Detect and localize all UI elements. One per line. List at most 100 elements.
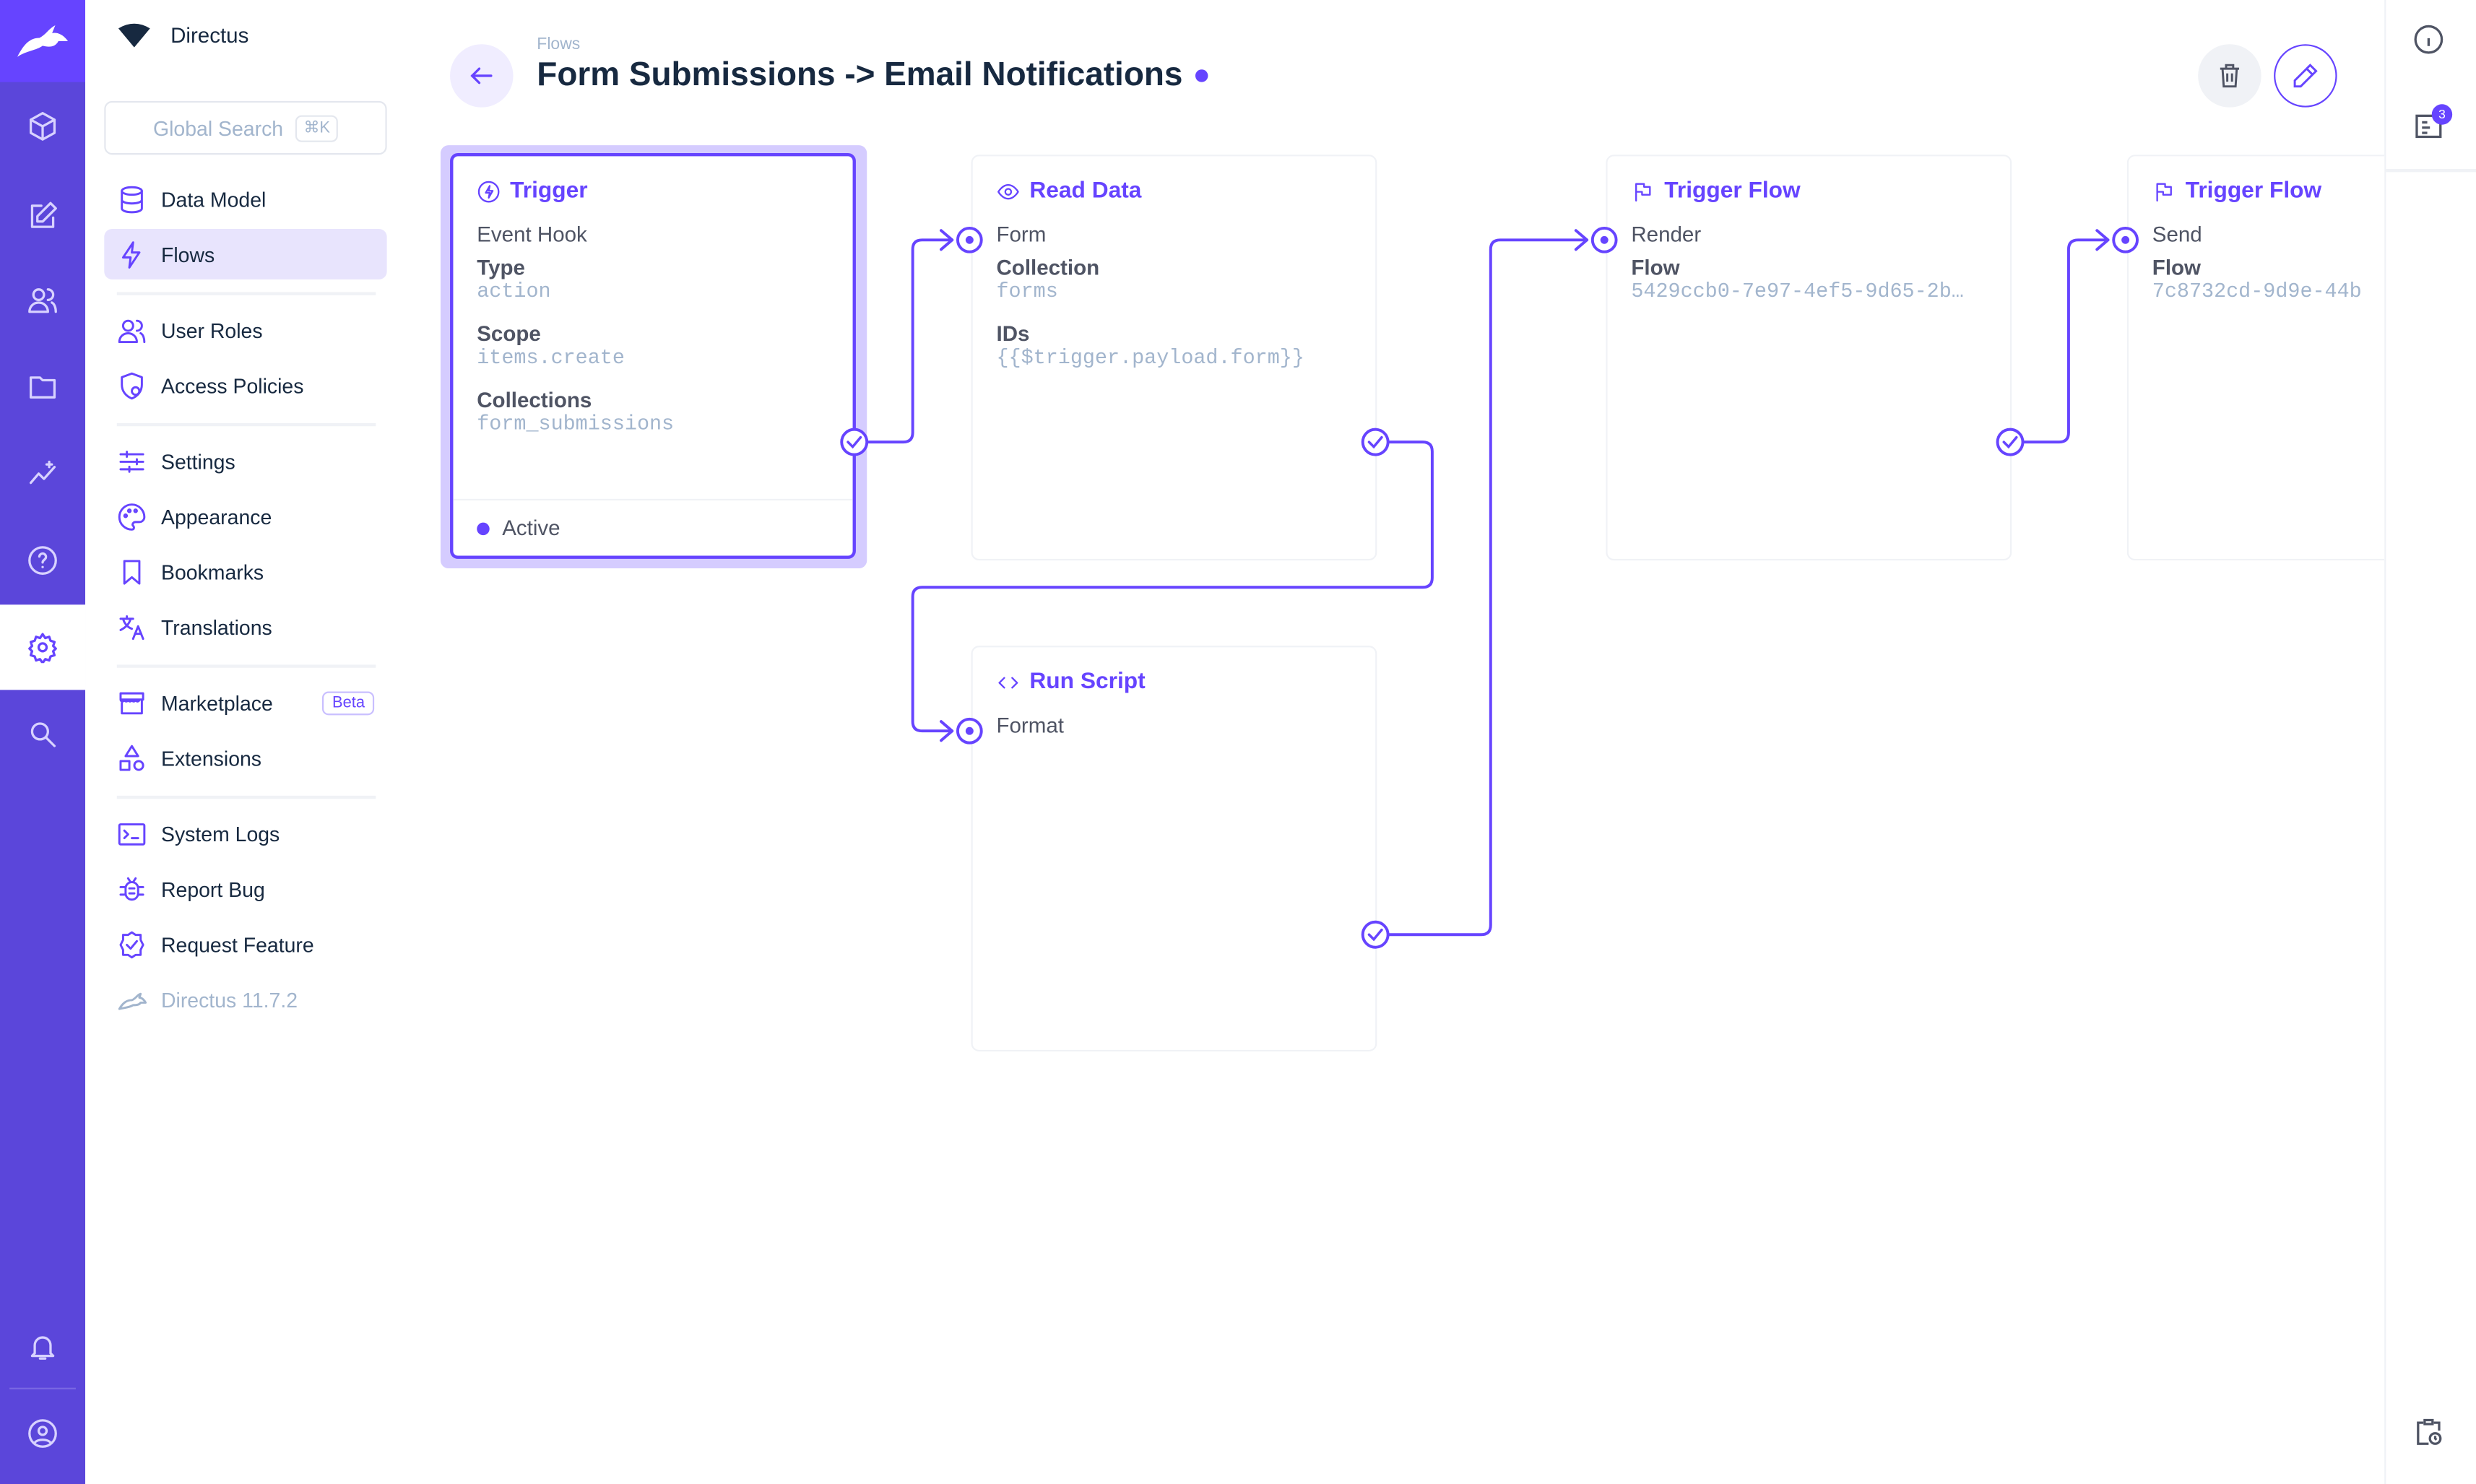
directus-logo[interactable] <box>0 0 86 82</box>
breadcrumb[interactable]: Flows <box>537 35 581 54</box>
field-label: Collections <box>477 388 592 412</box>
divider <box>116 422 376 426</box>
project-logo-icon <box>118 23 150 48</box>
nav-label: Extensions <box>160 745 262 770</box>
nav-item-extensions[interactable]: Extensions <box>104 732 386 783</box>
flag-icon <box>1635 182 1651 201</box>
global-search-input[interactable]: Global Search ⌘K <box>104 100 387 155</box>
nav-item-user-roles[interactable]: User Roles <box>104 305 386 355</box>
insights-icon[interactable] <box>0 431 85 516</box>
panel-subtitle: Event Hook <box>477 222 587 247</box>
verified-icon <box>119 930 144 958</box>
bug-icon <box>119 876 144 901</box>
field-value: 7c8732cd-9d9e-44be <box>2152 279 2361 303</box>
content-icon[interactable] <box>0 84 85 169</box>
nav-label: Report Bug <box>160 877 265 901</box>
panel-subtitle: Form <box>996 222 1047 247</box>
sidebar-right: 3 <box>2384 0 2476 1484</box>
rabbit-icon <box>118 991 147 1010</box>
trigger-panel[interactable]: Trigger Event Hook Type action Scope ite… <box>450 153 856 559</box>
divider <box>116 292 376 295</box>
operation-trigger-flow-send[interactable]: Trigger Flow Send Flow 7c8732cd-9d9e-44b… <box>2126 155 2385 561</box>
field-value: action <box>477 279 551 303</box>
nav-item-data-model[interactable]: Data Model <box>104 173 386 224</box>
nav-label: Directus 11.7.2 <box>160 987 298 1012</box>
nav-item-system-logs[interactable]: System Logs <box>104 808 386 859</box>
project-header[interactable]: Directus <box>117 22 248 48</box>
users-icon <box>118 318 146 342</box>
info-icon[interactable] <box>2413 24 2445 64</box>
eye-icon <box>997 183 1019 199</box>
nav-label: Bookmarks <box>160 560 264 583</box>
nav-item-translations[interactable]: Translations <box>104 602 386 652</box>
nav-item-settings[interactable]: Settings <box>104 435 386 486</box>
field-value: {{$trigger.payload.form}} <box>996 345 1304 370</box>
settings-icon[interactable] <box>0 604 86 690</box>
trash-icon <box>2220 64 2240 88</box>
nav-label: Marketplace <box>160 690 273 715</box>
status-dot <box>477 521 490 535</box>
translate-icon <box>119 614 144 639</box>
field-label: Type <box>477 256 525 279</box>
bolt-icon <box>121 240 141 268</box>
nav-label: Request Feature <box>160 932 314 956</box>
nav-label: Appearance <box>160 504 272 529</box>
status-dot <box>1195 69 1208 82</box>
folder-icon[interactable] <box>0 344 85 430</box>
edit-icon[interactable] <box>0 173 85 259</box>
navigation-sidebar: Directus Global Search ⌘K Data Model Flo… <box>85 0 420 1484</box>
nav-item-flows[interactable]: Flows <box>104 228 387 279</box>
nav-item-request-feature[interactable]: Request Feature <box>104 919 386 969</box>
status-text: Active <box>502 516 560 540</box>
panel-title: Read Data <box>1029 178 1142 204</box>
delete-button[interactable] <box>2198 44 2261 108</box>
bookmark-icon <box>123 559 141 584</box>
nav-item-marketplace[interactable]: Marketplace Beta <box>104 677 386 728</box>
beta-badge: Beta <box>322 690 375 715</box>
logs-icon[interactable]: 3 <box>2413 104 2453 150</box>
nav-label: User Roles <box>160 318 263 342</box>
clipboard-clock-icon[interactable] <box>2413 1416 2445 1456</box>
users-icon[interactable] <box>0 257 85 342</box>
panel-subtitle: Send <box>2152 222 2202 247</box>
sliders-icon <box>119 450 144 472</box>
nav-item-access-policies[interactable]: Access Policies <box>104 360 386 410</box>
store-icon <box>119 691 144 714</box>
field-label: Collection <box>996 256 1100 279</box>
panel-subtitle: Render <box>1631 222 1702 247</box>
panel-subtitle: Format <box>996 713 1064 737</box>
nav-item-appearance[interactable]: Appearance <box>104 491 386 542</box>
operation-read-data[interactable]: Read Data Form Collection forms IDs {{$t… <box>971 155 1377 561</box>
search-icon[interactable] <box>0 692 85 777</box>
divider <box>116 664 376 667</box>
rail-divider <box>9 1387 76 1389</box>
divider <box>116 795 376 799</box>
edit-button[interactable] <box>2274 44 2337 108</box>
help-icon[interactable] <box>0 518 85 603</box>
nav-item-report-bug[interactable]: Report Bug <box>104 864 386 914</box>
nav-item-version[interactable]: Directus 11.7.2 <box>104 974 386 1025</box>
back-button[interactable] <box>450 44 514 108</box>
field-value: form_submissions <box>477 412 675 436</box>
nav-label: System Logs <box>160 821 280 846</box>
search-shortcut: ⌘K <box>295 114 338 142</box>
terminal-icon <box>118 822 146 845</box>
rabbit-logo-icon <box>17 25 69 57</box>
operation-run-script[interactable]: Run Script Format <box>971 646 1377 1052</box>
code-icon <box>998 676 1018 688</box>
module-bar <box>0 0 86 1484</box>
palette-icon <box>118 503 146 530</box>
operation-trigger-flow-render[interactable]: Trigger Flow Render Flow 5429ccb0-7e97-4… <box>1606 155 2012 561</box>
nav-item-bookmarks[interactable]: Bookmarks <box>104 546 386 596</box>
panel-title: Trigger Flow <box>2185 178 2322 204</box>
pencil-icon <box>2293 64 2318 88</box>
nav-label: Flows <box>160 242 215 266</box>
user-icon[interactable] <box>0 1391 85 1476</box>
connection-render-send <box>2021 238 2108 444</box>
nav-label: Translations <box>160 615 272 639</box>
flag-icon <box>2156 182 2172 201</box>
search-placeholder: Global Search <box>152 116 284 140</box>
field-value: items.create <box>477 345 625 370</box>
field-label: Flow <box>1631 256 1680 279</box>
bell-icon[interactable] <box>0 1304 85 1389</box>
